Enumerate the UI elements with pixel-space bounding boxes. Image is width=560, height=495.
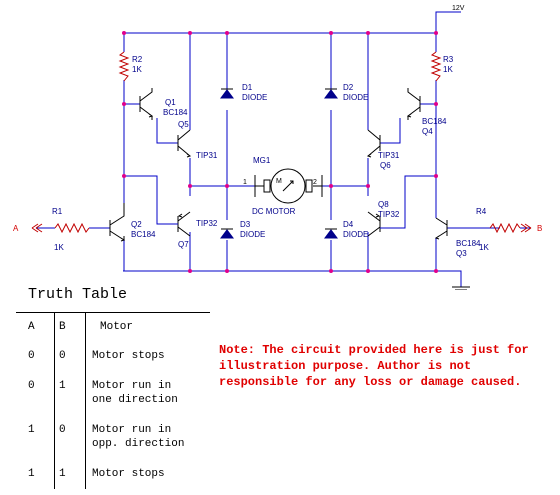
resistor-r4: [489, 222, 521, 234]
svg-text:A: A: [13, 224, 19, 233]
diode-d2: [324, 88, 338, 99]
cell-motor: Motor run in opp. direction: [92, 424, 185, 450]
table-row: 1 1 Motor stops: [16, 459, 210, 489]
svg-text:BC184: BC184: [422, 117, 447, 126]
truth-table: A B Motor 0 0 Motor stops 0 1 Motor run …: [16, 312, 210, 489]
input-b-port: [520, 223, 532, 233]
svg-text:TIP31: TIP31: [378, 151, 400, 160]
supply-rail: 12V: [124, 5, 465, 34]
transistor-q4: [406, 88, 421, 120]
svg-text:TIP31: TIP31: [196, 151, 218, 160]
cell-a: 0: [28, 380, 35, 392]
resistor-r1: [54, 222, 90, 234]
diode-d4: [324, 228, 338, 239]
truth-table-title: Truth Table: [28, 286, 128, 303]
svg-text:DIODE: DIODE: [343, 93, 368, 102]
svg-text:D3: D3: [240, 220, 251, 229]
svg-text:1K: 1K: [132, 65, 142, 74]
cell-b: 1: [54, 371, 86, 415]
transistor-q5: [177, 129, 192, 158]
svg-text:Q7: Q7: [178, 240, 189, 249]
svg-text:Q4: Q4: [422, 127, 433, 136]
svg-text:1: 1: [243, 179, 247, 186]
column-header-a: A: [16, 312, 55, 341]
cell-motor: Motor stops: [92, 468, 165, 480]
svg-text:BC184: BC184: [131, 230, 156, 239]
svg-text:Q6: Q6: [380, 161, 391, 170]
cell-a: 1: [28, 424, 35, 436]
cell-b: 1: [54, 459, 86, 489]
table-header-row: A B Motor: [16, 312, 210, 341]
h-bridge-schematic: 12V R2 1K R3 1K R1 1K R4 1K A B Q1 BC184: [13, 5, 542, 290]
table-row: 1 0 Motor run in opp. direction: [16, 415, 210, 459]
resistor-r2: [118, 51, 130, 82]
supply-label: 12V: [452, 5, 465, 12]
svg-text:DIODE: DIODE: [240, 230, 265, 239]
svg-text:D4: D4: [343, 220, 354, 229]
svg-text:M: M: [276, 178, 282, 185]
input-a-port: [31, 223, 43, 233]
svg-text:Q1: Q1: [165, 98, 176, 107]
svg-text:R4: R4: [476, 207, 487, 216]
svg-text:DC MOTOR: DC MOTOR: [252, 207, 296, 216]
svg-text:1K: 1K: [443, 65, 453, 74]
svg-text:R3: R3: [443, 55, 454, 64]
transistor-q2: [109, 203, 126, 242]
junction-dots: [122, 31, 438, 273]
cell-b: 0: [54, 415, 86, 459]
table-row: 0 0 Motor stops: [16, 341, 210, 371]
transistor-q6: [366, 129, 381, 158]
cell-a: 1: [28, 468, 35, 480]
svg-text:B: B: [537, 224, 542, 233]
svg-text:D2: D2: [343, 83, 354, 92]
disclaimer-note: Note: The circuit provided here is just …: [219, 343, 529, 389]
resistor-r3: [430, 51, 442, 82]
svg-text:DIODE: DIODE: [242, 93, 267, 102]
svg-text:1K: 1K: [479, 243, 489, 252]
transistor-q7: [156, 196, 191, 237]
transistor-q3: [434, 217, 448, 240]
cell-a: 0: [28, 350, 35, 362]
transistor-q1: [139, 88, 154, 120]
cell-motor: Motor stops: [92, 350, 165, 362]
transistor-q8: [367, 196, 406, 237]
dc-motor: M: [254, 168, 323, 204]
diode-d3: [220, 228, 234, 239]
svg-text:BC184: BC184: [163, 108, 188, 117]
svg-text:BC184: BC184: [456, 239, 481, 248]
ground-symbol: [123, 270, 470, 290]
table-row: 0 1 Motor run in one direction: [16, 371, 210, 415]
svg-text:TIP32: TIP32: [196, 219, 218, 228]
diode-d1: [220, 88, 234, 99]
svg-text:R1: R1: [52, 207, 63, 216]
svg-text:1K: 1K: [54, 243, 64, 252]
svg-text:D1: D1: [242, 83, 253, 92]
column-header-motor: Motor: [85, 312, 210, 341]
cell-b: 0: [54, 341, 86, 371]
svg-text:2: 2: [313, 179, 317, 186]
svg-text:R2: R2: [132, 55, 143, 64]
column-header-b: B: [54, 312, 86, 341]
svg-text:Q3: Q3: [456, 249, 467, 258]
svg-text:Q2: Q2: [131, 220, 142, 229]
svg-text:Q8: Q8: [378, 200, 389, 209]
svg-text:TIP32: TIP32: [378, 210, 400, 219]
svg-text:DIODE: DIODE: [343, 230, 368, 239]
cell-motor: Motor run in one direction: [92, 380, 178, 406]
svg-text:MG1: MG1: [253, 156, 271, 165]
svg-text:Q5: Q5: [178, 120, 189, 129]
